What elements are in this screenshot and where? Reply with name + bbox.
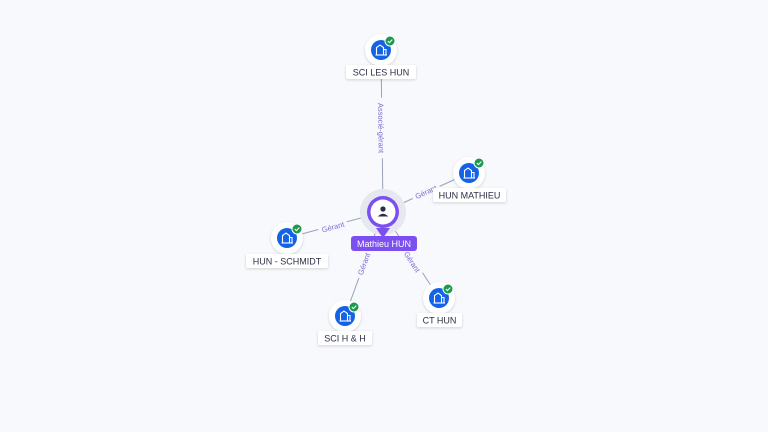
center-name: Mathieu HUN — [357, 239, 411, 249]
node-label-box — [433, 188, 506, 202]
edge-label-sci-h-h: Gérant — [356, 251, 373, 276]
edge-label-bg-ct-hun — [400, 246, 425, 277]
node-label: SCI LES HUN — [353, 68, 410, 78]
node-label-box — [246, 254, 328, 268]
edge-label-bg-sci-h-h — [354, 248, 373, 280]
check-badge-icon — [442, 283, 454, 295]
building-icon — [463, 167, 475, 179]
center-label-pill — [351, 236, 417, 251]
center-inner — [370, 199, 396, 225]
edge-label-bg-hun-mathieu — [410, 181, 442, 202]
check-badge-icon — [348, 301, 360, 313]
edge-label-hun-schmidt: Gérant — [321, 220, 346, 235]
node-label: SCI H & H — [324, 334, 366, 344]
company-node-hun-schmidt[interactable]: HUN - SCHMIDT — [246, 222, 328, 268]
building-icon — [433, 292, 445, 304]
company-node-sci-h-h[interactable]: SCI H & H — [318, 300, 372, 345]
check-badge-icon — [291, 223, 303, 235]
node-label: HUN - SCHMIDT — [253, 257, 322, 267]
node-label-box — [318, 331, 372, 345]
company-node-sci-les-hun[interactable]: SCI LES HUN — [346, 34, 416, 79]
company-node-ct-hun[interactable]: CT HUN — [417, 282, 462, 327]
building-icon — [281, 232, 293, 244]
building-icon — [339, 310, 351, 322]
center-pin-tip — [376, 228, 390, 238]
building-icon — [375, 44, 387, 56]
edge-label-bg-sci-les-hun — [376, 97, 387, 159]
node-label: CT HUN — [423, 316, 457, 326]
node-label-box — [417, 313, 462, 327]
check-badge-icon — [384, 35, 396, 47]
company-node-hun-mathieu[interactable]: HUN MATHIEU — [433, 157, 506, 202]
person-icon — [377, 206, 389, 217]
node-label-box — [346, 65, 416, 79]
check-badge-icon — [473, 157, 485, 169]
node-label: HUN MATHIEU — [439, 191, 501, 201]
center-person-node[interactable]: Mathieu HUN — [351, 189, 417, 251]
edge-label-bg-hun-schmidt — [317, 218, 349, 235]
edge-label-sci-les-hun: Associé-gérant — [376, 103, 386, 154]
